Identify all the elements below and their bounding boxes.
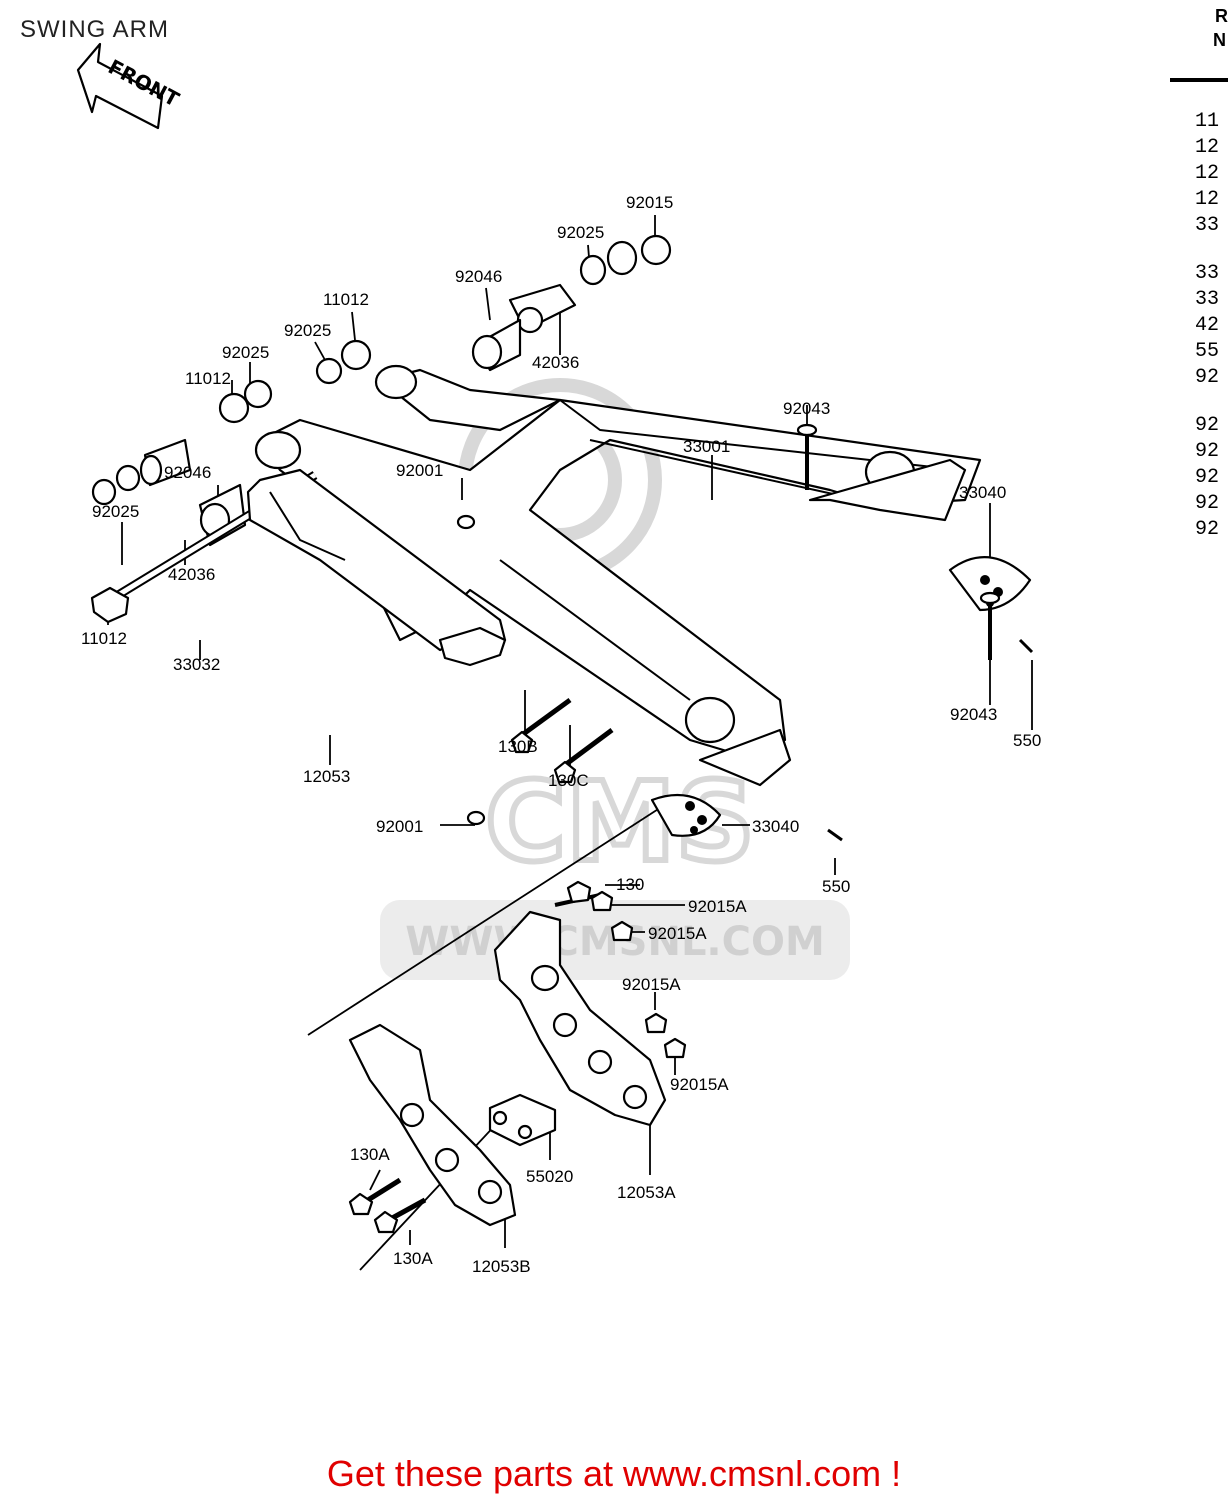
ref-header-1: R: [1215, 6, 1228, 26]
chain-adjusters-33040: [650, 556, 1032, 837]
callout-label: 92015A: [648, 924, 707, 943]
callout-label: 92043: [950, 705, 997, 724]
callout-label: 130B: [498, 737, 538, 756]
callout-label: 42036: [168, 565, 215, 584]
ref-entry: 12: [1195, 188, 1219, 211]
callout-label: 33001: [683, 437, 730, 456]
ref-entry: 92: [1195, 414, 1219, 437]
ref-entry: 12: [1195, 136, 1219, 159]
swing-arm-33001: [254, 364, 982, 787]
callout-label: 11012: [81, 629, 127, 648]
ref-entry: 12: [1195, 162, 1219, 185]
callout-label: 42036: [532, 353, 579, 372]
callout-label: 33040: [959, 483, 1006, 502]
callout-label: 130A: [393, 1249, 433, 1268]
callout-label: 92001: [396, 461, 443, 480]
callout-label: 11012: [323, 290, 369, 309]
callout-label: 92025: [92, 502, 139, 521]
callout-label: 130A: [350, 1145, 390, 1164]
ref-entry: 42: [1195, 314, 1219, 337]
footer-cta-link[interactable]: Get these parts at www.cmsnl.com !: [326, 1453, 902, 1494]
callout-label: 92015A: [622, 975, 681, 994]
callout-label: 92015A: [670, 1075, 729, 1094]
ref-entry: 11: [1195, 110, 1219, 133]
lower-brackets: [348, 910, 667, 1227]
ref-entry: 33: [1195, 262, 1219, 285]
bolts: [456, 423, 1034, 842]
callout-label: 12053B: [472, 1257, 531, 1276]
ref-entry: 33: [1195, 288, 1219, 311]
front-direction-arrow: FRONT: [76, 42, 183, 130]
bottom-fasteners: [348, 880, 687, 1234]
ref-entry: 92: [1195, 440, 1219, 463]
callout-label: 92025: [284, 321, 331, 340]
ref-header-2: N: [1213, 30, 1226, 50]
callout-label: 130C: [548, 771, 589, 790]
bearings-and-collars: [91, 234, 672, 547]
callout-label: 12053A: [617, 1183, 676, 1202]
reference-number-column: R N 11 12 12 12 33 33 33 42 55 92 92 92 …: [1170, 6, 1228, 541]
ref-entry: 92: [1195, 518, 1219, 541]
callout-label: 550: [1013, 731, 1041, 750]
callout-label: 33032: [173, 655, 220, 674]
callout-label: 33040: [752, 817, 799, 836]
callout-label: 92046: [164, 463, 211, 482]
callout-label: 55020: [526, 1167, 573, 1186]
ref-entry: 92: [1195, 466, 1219, 489]
callout-label: 92001: [376, 817, 423, 836]
callout-label: 92043: [783, 399, 830, 418]
callout-label: 92046: [455, 267, 502, 286]
callout-label: 92015: [626, 193, 673, 212]
callout-label: 550: [822, 877, 850, 896]
callout-labels: 92015 92025 92046 11012 92025 92025 1101…: [81, 193, 1041, 1276]
page-title: SWING ARM: [20, 16, 170, 43]
leader-lines: [107, 215, 1033, 1271]
chain-guard-12053: [246, 468, 507, 667]
ref-entry: 55: [1195, 340, 1219, 363]
callout-label: 130: [616, 875, 644, 894]
callout-label: 92025: [222, 343, 269, 362]
ref-entry: 92: [1195, 492, 1219, 515]
callout-label: 92015A: [688, 897, 747, 916]
callout-label: 12053: [303, 767, 350, 786]
ref-entry: 92: [1195, 366, 1219, 389]
ref-entry: 33: [1195, 214, 1219, 237]
callout-label: 92025: [557, 223, 604, 242]
callout-label: 11012: [185, 369, 231, 388]
